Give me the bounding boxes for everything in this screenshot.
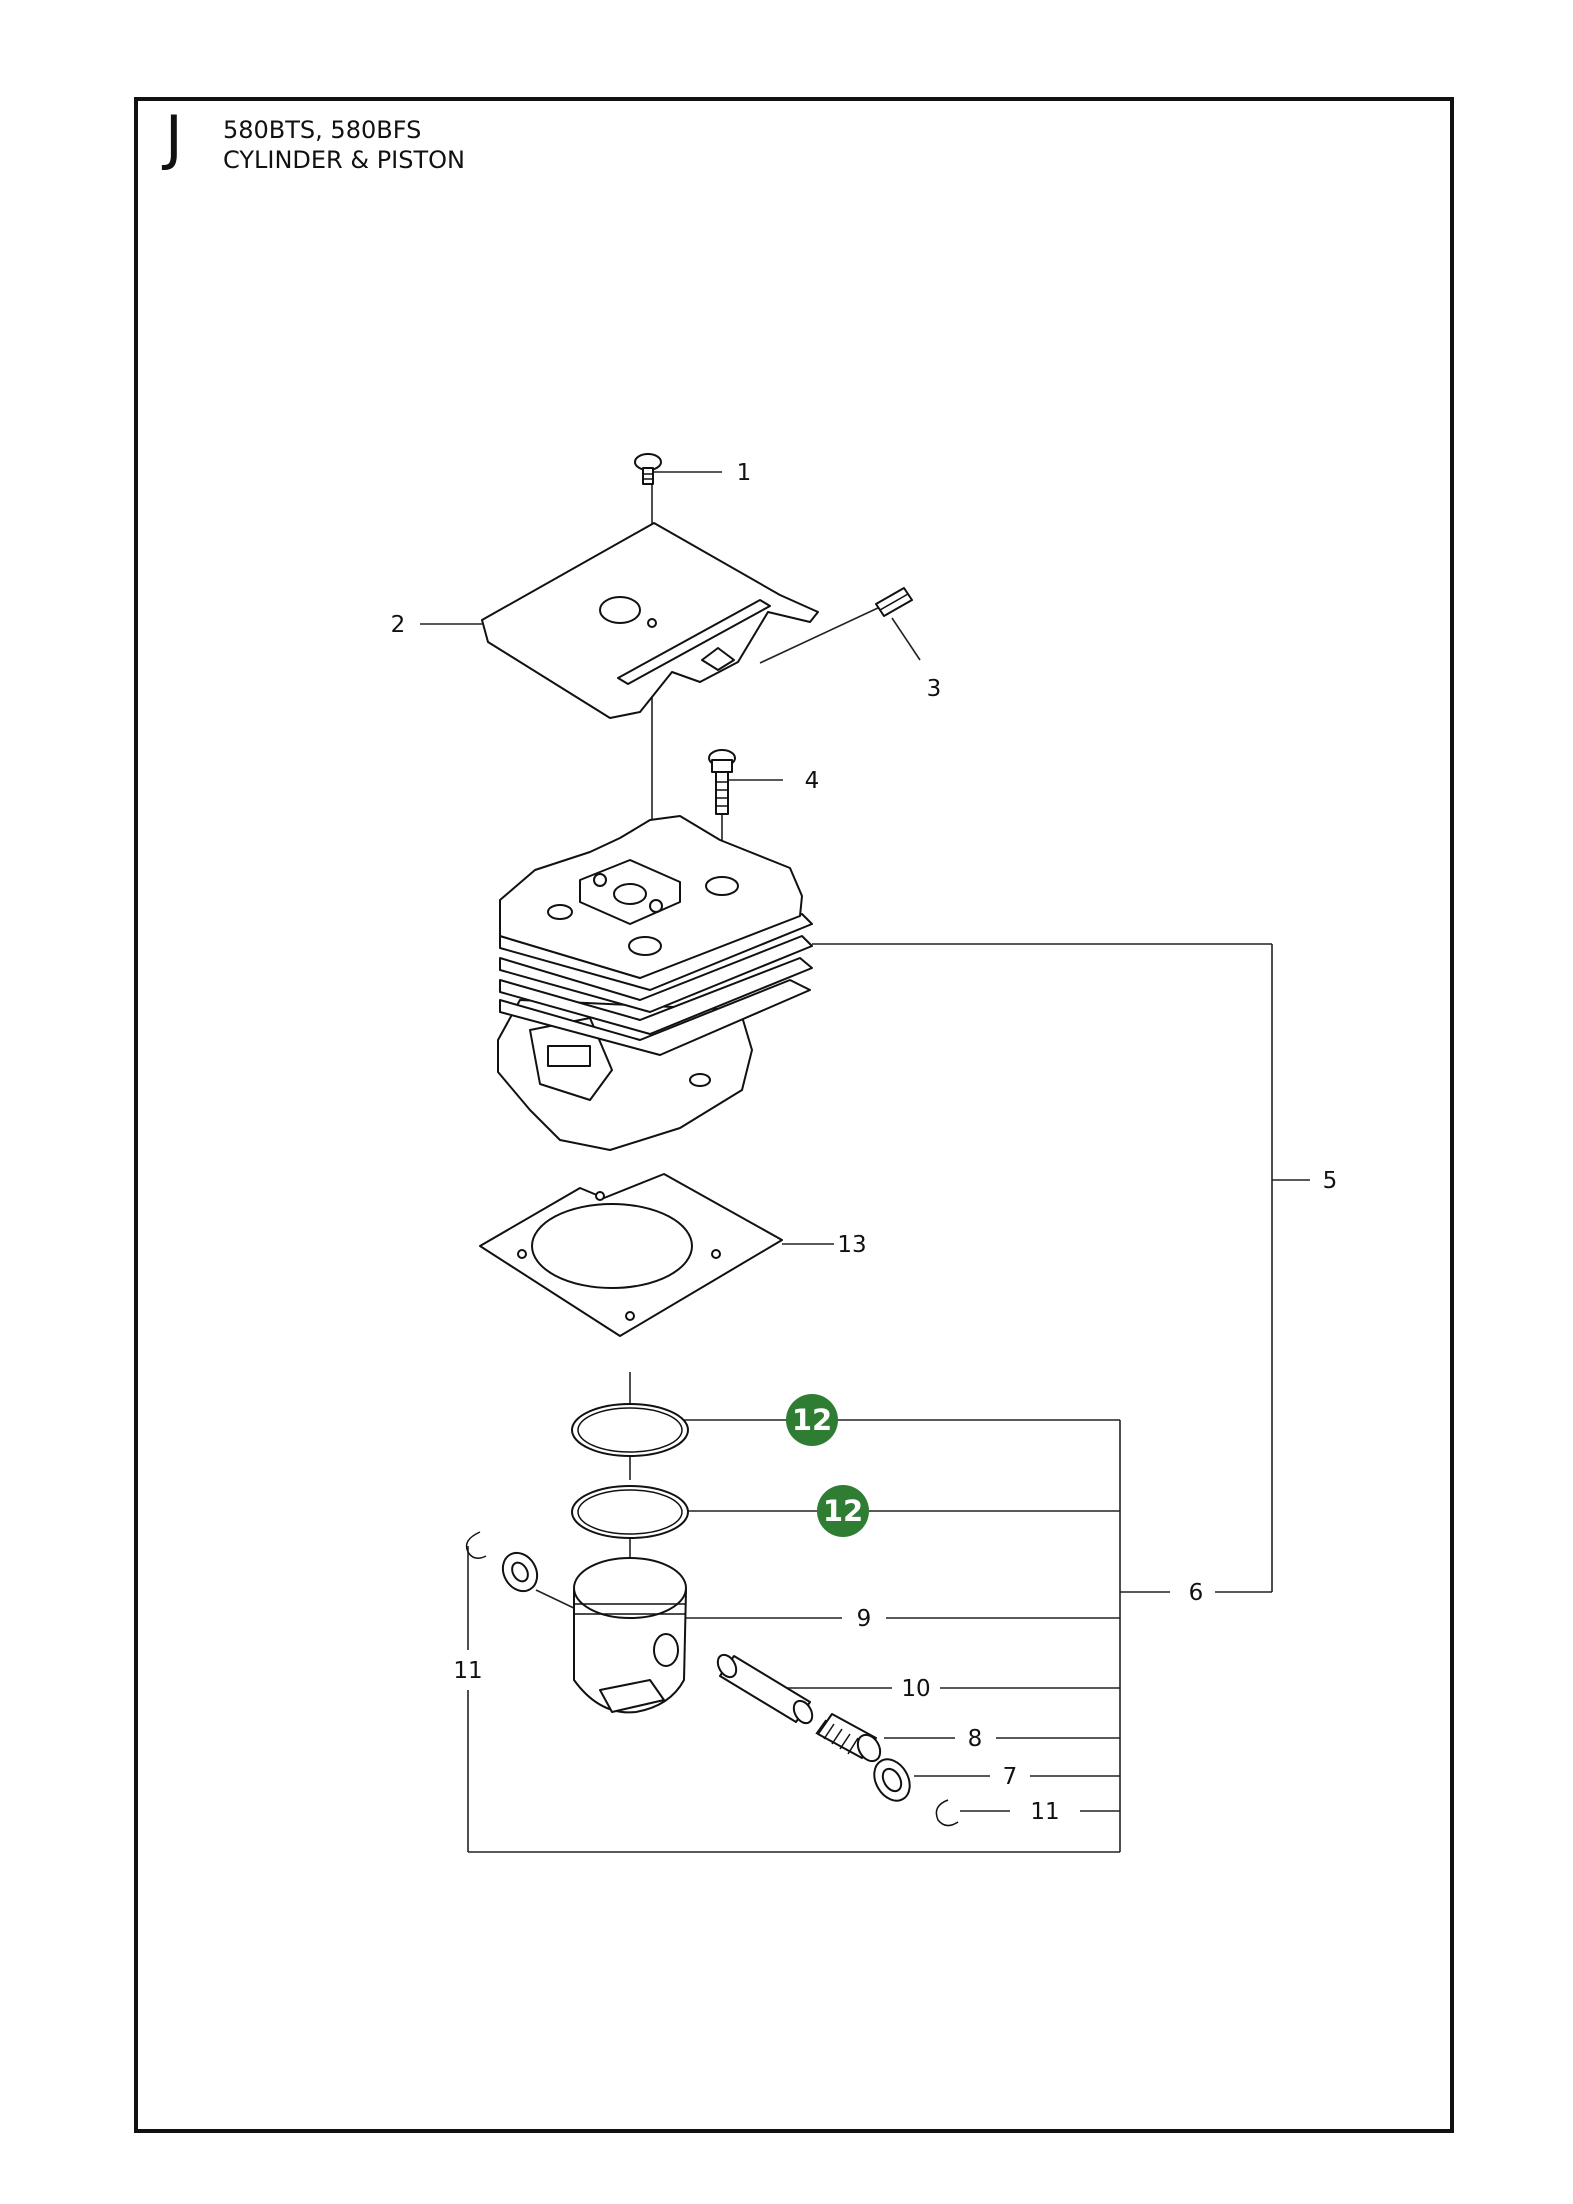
part-circlip-left (465, 1531, 487, 1559)
part-cylinder (497, 815, 813, 1151)
part-washer-left (501, 1551, 539, 1593)
callout-11-right: 11 (1030, 1799, 1059, 1825)
part-piston-pin (716, 1653, 814, 1725)
part-gasket (479, 1173, 783, 1337)
callout-5: 5 (1323, 1168, 1338, 1194)
callout-labels: 1 2 3 4 5 6 7 8 9 10 11 11 13 12 12 (391, 460, 1338, 1825)
callout-13: 13 (837, 1232, 866, 1258)
highlight-badge-12-second (817, 1485, 869, 1537)
callout-7: 7 (1003, 1764, 1018, 1790)
callout-6: 6 (1189, 1580, 1204, 1606)
part-screw-top (634, 453, 662, 485)
callout-12-top: 12 (792, 1403, 832, 1437)
part-pin-small (875, 587, 913, 617)
part-bolt (708, 749, 736, 815)
callout-12-second: 12 (823, 1494, 863, 1528)
part-piston-ring-second (571, 1485, 689, 1539)
part-thrust-washer (873, 1758, 911, 1802)
part-piston (573, 1557, 687, 1714)
part-cover-plate (481, 522, 819, 719)
section-letter: J (165, 103, 183, 173)
part-needle-bearing (815, 1713, 882, 1763)
callout-11-left: 11 (453, 1658, 482, 1684)
callout-2: 2 (391, 612, 406, 638)
diagram-frame (134, 97, 1454, 2133)
callout-10: 10 (901, 1676, 930, 1702)
callout-9: 9 (857, 1606, 872, 1632)
callout-8: 8 (968, 1726, 983, 1752)
diagram-title: CYLINDER & PISTON (223, 146, 465, 174)
model-name: 580BTS, 580BFS (223, 116, 422, 144)
callout-3: 3 (927, 676, 942, 702)
part-piston-ring-top (571, 1403, 689, 1457)
part-circlip-right (935, 1799, 959, 1827)
callout-1: 1 (737, 460, 752, 486)
highlight-badge-12-top (786, 1394, 838, 1446)
callout-4: 4 (805, 768, 820, 794)
